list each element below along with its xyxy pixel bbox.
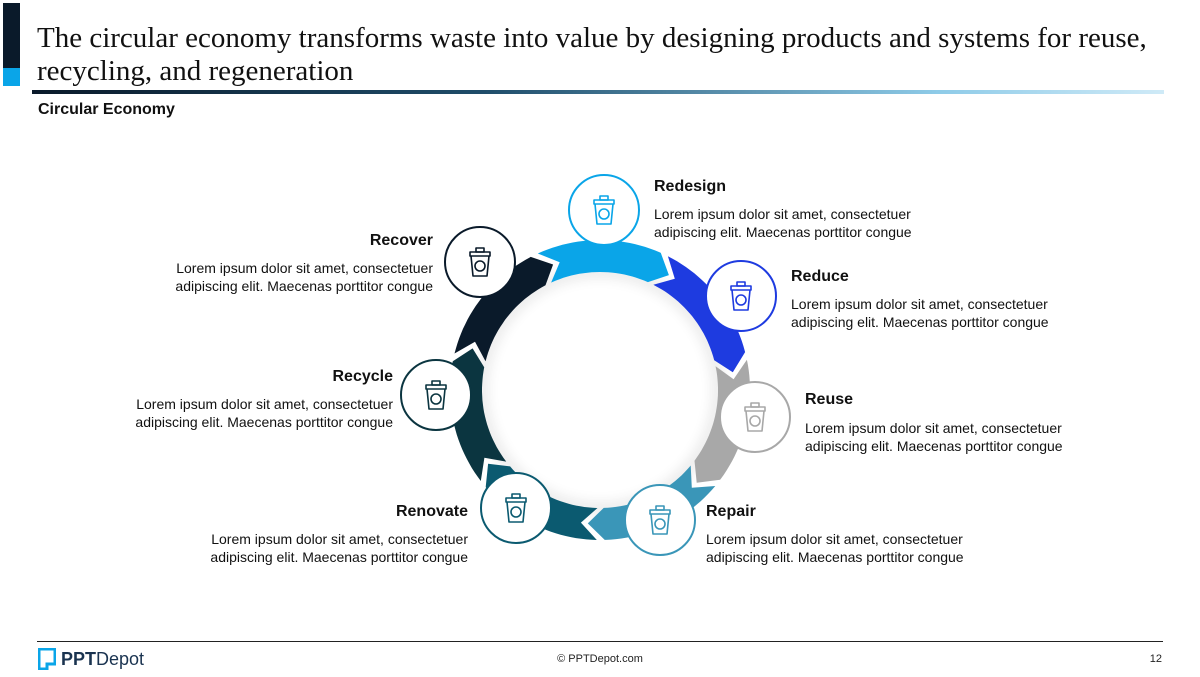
stage-text-reuse: Lorem ipsum dolor sit amet, consectetuer… <box>805 420 1063 454</box>
copyright: © PPTDepot.com <box>557 653 643 665</box>
stage-title-repair: Repair <box>706 503 756 520</box>
stage-text-repair: Lorem ipsum dolor sit amet, consectetuer… <box>706 531 964 565</box>
recycle-leaf-icon <box>400 359 472 431</box>
ring-segment-redesign <box>537 240 669 283</box>
stage-title-recycle: Recycle <box>332 368 394 385</box>
stage-text-recover: Lorem ipsum dolor sit amet, consectetuer… <box>175 260 433 294</box>
accent-bar-cyan <box>3 68 20 86</box>
recycle-bin-icon <box>568 174 640 246</box>
stage-text-renovate: Lorem ipsum dolor sit amet, consectetuer… <box>210 531 468 565</box>
title-divider <box>32 90 1164 94</box>
page-number: 12 <box>1149 653 1162 665</box>
logo-text-a: PPT <box>61 648 97 669</box>
stage-text-recycle: Lorem ipsum dolor sit amet, consectetuer… <box>135 396 393 430</box>
stage-title-recover: Recover <box>369 232 433 249</box>
stage-text-redesign: Lorem ipsum dolor sit amet, consectetuer… <box>654 206 912 240</box>
stage-text-reduce: Lorem ipsum dolor sit amet, consectetuer… <box>791 296 1049 330</box>
page-subtitle: Circular Economy <box>38 101 175 118</box>
footer-divider <box>37 641 1163 642</box>
reduce-bin-icon <box>705 260 777 332</box>
stage-title-renovate: Renovate <box>395 503 468 520</box>
page-title: The circular economy transforms waste in… <box>37 22 1147 87</box>
stage-title-reduce: Reduce <box>791 268 849 285</box>
logo-mark-icon <box>38 648 56 670</box>
ring-segment-reduce <box>653 256 746 373</box>
pptdepot-logo: PPTDepot <box>38 648 144 670</box>
reuse-bin-icon <box>719 381 791 453</box>
renovate-bin-icon <box>480 472 552 544</box>
logo-text-b: Depot <box>96 648 145 669</box>
recover-bin-icon <box>444 226 516 298</box>
accent-bar-dark <box>3 3 20 68</box>
repair-bin-icon <box>624 484 696 556</box>
stage-title-reuse: Reuse <box>805 391 854 408</box>
stage-title-redesign: Redesign <box>654 178 727 195</box>
ring-segment-recover <box>454 256 554 362</box>
